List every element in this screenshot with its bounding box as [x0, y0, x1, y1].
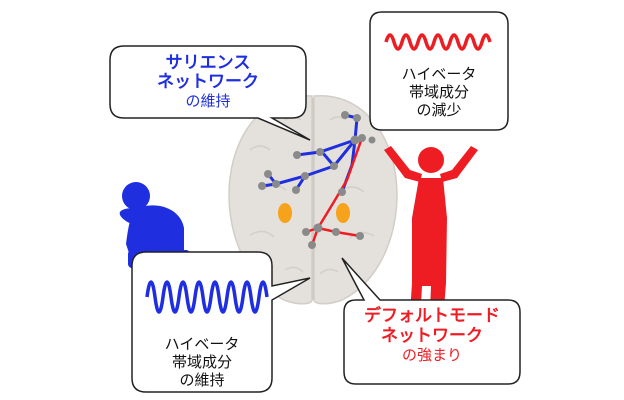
- beta-wave-icon: [145, 280, 269, 314]
- orange-region-left: [278, 203, 292, 223]
- beta-decrease-callout: [369, 11, 509, 131]
- salience-title-line2: ネットワーク: [157, 72, 259, 92]
- network-nodes: [258, 111, 376, 249]
- beta-wave-icon: [384, 33, 492, 51]
- salience-title-line3: の維持: [185, 92, 231, 110]
- beta-maintain-line3: の維持: [179, 371, 225, 389]
- beta-maintain-line1: ハイベータ: [164, 335, 240, 353]
- beta-decrease-line3: の減少: [416, 101, 462, 119]
- default-mode-title-line1: デフォルトモード: [364, 306, 500, 326]
- orange-region-right: [336, 203, 350, 223]
- beta-maintain-callout: [131, 251, 311, 393]
- default-mode-title-line3: の強まり: [401, 346, 462, 364]
- beta-decrease-line2: 帯域成分: [408, 83, 469, 101]
- salience-title-line1: サリエンス: [165, 53, 251, 73]
- salience-callout: [109, 45, 311, 141]
- default-mode-callout: [341, 257, 521, 385]
- beta-maintain-line2: 帯域成分: [171, 353, 232, 371]
- default-mode-title-line2: ネットワーク: [381, 326, 483, 346]
- beta-decrease-line1: ハイベータ: [401, 65, 477, 83]
